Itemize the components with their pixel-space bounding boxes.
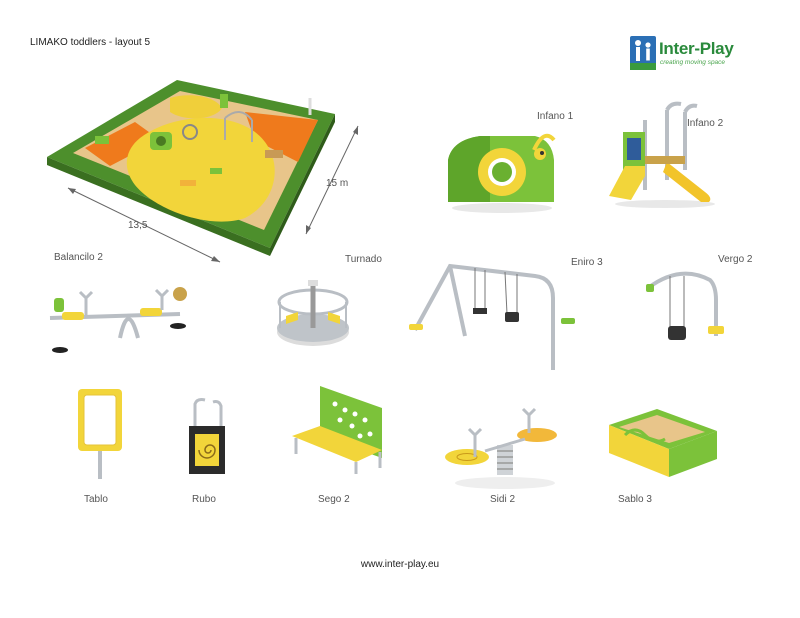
vergo-2-image <box>640 266 740 356</box>
product-label-balancilo-2: Balancilo 2 <box>54 252 103 263</box>
sablo-3-image <box>605 405 720 485</box>
turnado-image <box>268 272 358 352</box>
product-label-sego-2: Sego 2 <box>318 494 350 505</box>
infano-2-image <box>605 100 720 210</box>
product-label-sidi-2: Sidi 2 <box>490 494 516 505</box>
sego-2-image <box>290 380 385 475</box>
product-label-infano-2: Infano 2 <box>687 118 724 129</box>
product-label-tablo: Tablo <box>84 494 108 505</box>
logo-tagline: creating moving space <box>660 59 726 66</box>
product-label-turnado: Turnado <box>345 254 382 265</box>
website-url: www.inter-play.eu <box>360 559 440 570</box>
infano-1-image <box>440 120 560 215</box>
layout-plan-render <box>40 70 370 270</box>
inter-play-logo: Inter-Play creating moving space <box>630 36 760 72</box>
product-label-infano-1: Infano 1 <box>537 111 574 122</box>
product-label-rubo: Rubo <box>192 494 216 505</box>
depth-dimension-arrow <box>305 125 359 235</box>
tablo-image <box>70 385 130 480</box>
sidi-2-image <box>435 405 565 490</box>
logo-figures-icon <box>630 36 656 70</box>
product-label-eniro-3: Eniro 3 <box>571 257 603 268</box>
logo-wordmark: Inter-Play <box>659 39 734 58</box>
width-label: 13,5 <box>128 220 148 231</box>
product-label-sablo-3: Sablo 3 <box>618 494 652 505</box>
eniro-3-image <box>405 258 585 373</box>
document-title: LIMAKO toddlers - layout 5 <box>30 37 151 48</box>
rubo-image <box>185 398 230 478</box>
balancilo-2-image <box>40 278 190 358</box>
depth-label: 15 m <box>326 178 349 189</box>
product-label-vergo-2: Vergo 2 <box>718 254 753 265</box>
width-dimension-arrow <box>67 187 221 263</box>
